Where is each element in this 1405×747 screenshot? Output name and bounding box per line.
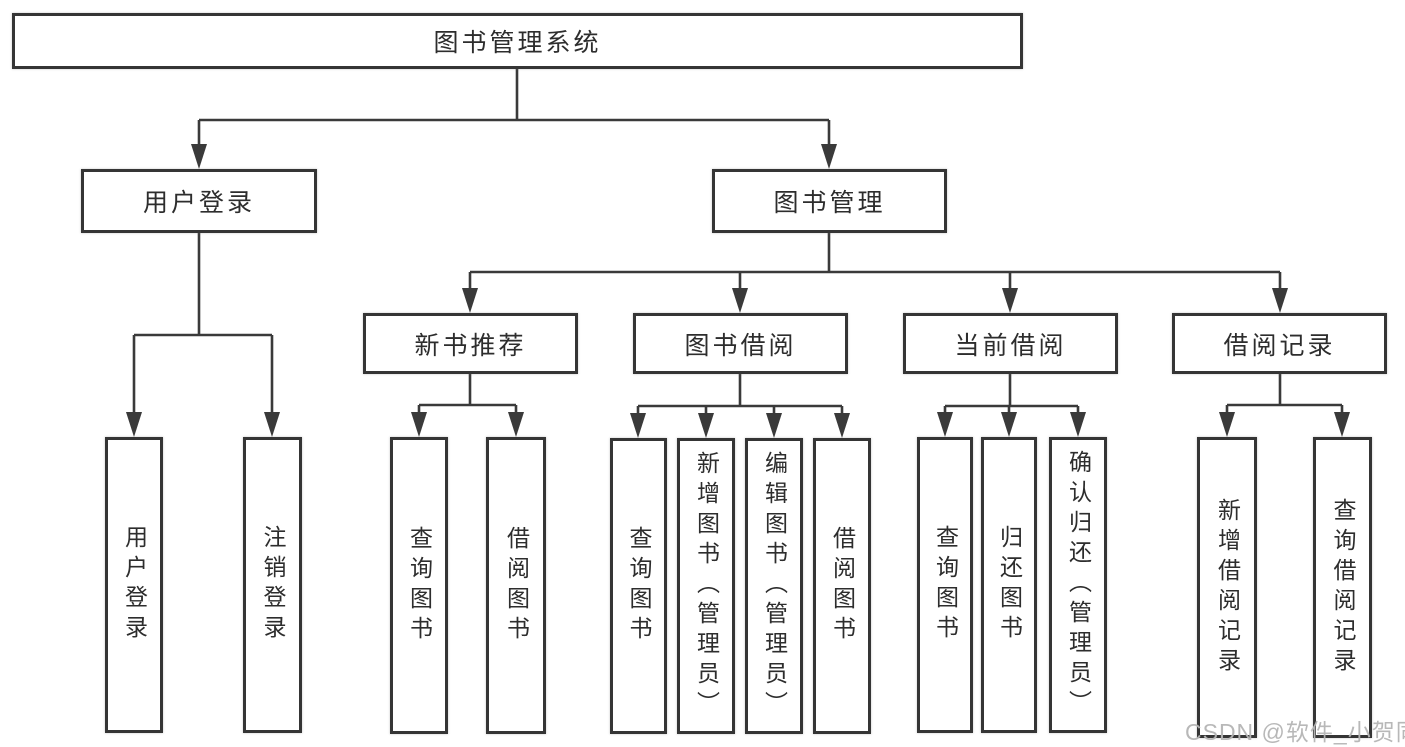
node-label-logout-leaf: 注销登录 [260, 525, 286, 645]
node-label-user-login-branch: 用户登录 [142, 189, 255, 217]
node-label-br-query-record: 查询借阅记录 [1330, 497, 1356, 678]
node-root: 图书管理系统 [12, 13, 1023, 69]
arrowhead-icon [1002, 288, 1018, 313]
arrowhead-icon [1070, 412, 1086, 437]
node-label-cb-query-books: 查询图书 [932, 525, 959, 645]
arrowhead-icon [834, 413, 850, 438]
node-label-rec-query-books: 查询图书 [406, 525, 433, 646]
node-user-login-leaf: 用户登录 [105, 437, 163, 733]
node-br-query-record: 查询借阅记录 [1313, 437, 1372, 738]
node-label-rec-borrow-books: 借阅图书 [503, 525, 530, 646]
arrowhead-icon [1219, 412, 1235, 437]
node-label-user-login-leaf: 用户登录 [121, 525, 148, 645]
arrowhead-icon [462, 288, 478, 313]
node-label-borrow-records: 借阅记录 [1223, 331, 1336, 360]
arrowhead-icon [630, 413, 646, 438]
arrowhead-icon [1272, 288, 1288, 313]
arrowhead-icon [411, 412, 427, 437]
node-label-book-borrow: 图书借阅 [684, 331, 797, 360]
node-label-root: 图书管理系统 [433, 29, 602, 57]
arrowhead-icon [264, 412, 280, 437]
arrowhead-icon [821, 144, 837, 169]
node-cb-query-books: 查询图书 [917, 437, 973, 733]
node-label-bb-borrow-books: 借阅图书 [829, 526, 856, 646]
node-label-bb-query-books: 查询图书 [626, 526, 652, 646]
arrowhead-icon [698, 413, 714, 438]
arrowhead-icon [1334, 412, 1350, 437]
node-cb-confirm-return: 确认归还（管理员） [1049, 437, 1107, 733]
arrowhead-icon [191, 144, 207, 169]
node-logout-leaf: 注销登录 [243, 437, 302, 733]
node-current-borrow: 当前借阅 [903, 313, 1118, 374]
node-label-book-management: 图书管理 [773, 189, 886, 217]
node-bb-edit-books: 编辑图书（管理员） [745, 438, 803, 734]
node-borrow-records: 借阅记录 [1172, 313, 1387, 374]
arrowhead-icon [766, 413, 782, 438]
node-book-management: 图书管理 [712, 169, 947, 233]
node-rec-query-books: 查询图书 [390, 437, 448, 734]
node-br-add-record: 新增借阅记录 [1197, 437, 1257, 738]
node-label-cb-return-books: 归还图书 [996, 525, 1023, 645]
arrowhead-icon [126, 412, 142, 437]
node-bb-borrow-books: 借阅图书 [813, 438, 871, 734]
node-user-login-branch: 用户登录 [81, 169, 317, 233]
node-label-current-borrow: 当前借阅 [954, 331, 1067, 360]
arrowhead-icon [732, 288, 748, 313]
arrowhead-icon [1001, 412, 1017, 437]
node-label-br-add-record: 新增借阅记录 [1214, 497, 1241, 678]
watermark: CSDN @软件_小贺同学 [1185, 719, 1405, 745]
node-label-bb-add-books: 新增图书（管理员） [693, 451, 720, 721]
node-bb-add-books: 新增图书（管理员） [677, 438, 735, 734]
node-label-cb-confirm-return: 确认归还（管理员） [1065, 450, 1092, 720]
arrowhead-icon [508, 412, 524, 437]
node-book-borrow: 图书借阅 [633, 313, 848, 374]
node-label-new-book-recommend: 新书推荐 [414, 331, 527, 360]
node-label-bb-edit-books: 编辑图书（管理员） [761, 451, 788, 721]
node-rec-borrow-books: 借阅图书 [486, 437, 546, 734]
node-new-book-recommend: 新书推荐 [363, 313, 578, 374]
node-bb-query-books: 查询图书 [610, 438, 667, 734]
node-cb-return-books: 归还图书 [981, 437, 1037, 733]
arrowhead-icon [937, 412, 953, 437]
